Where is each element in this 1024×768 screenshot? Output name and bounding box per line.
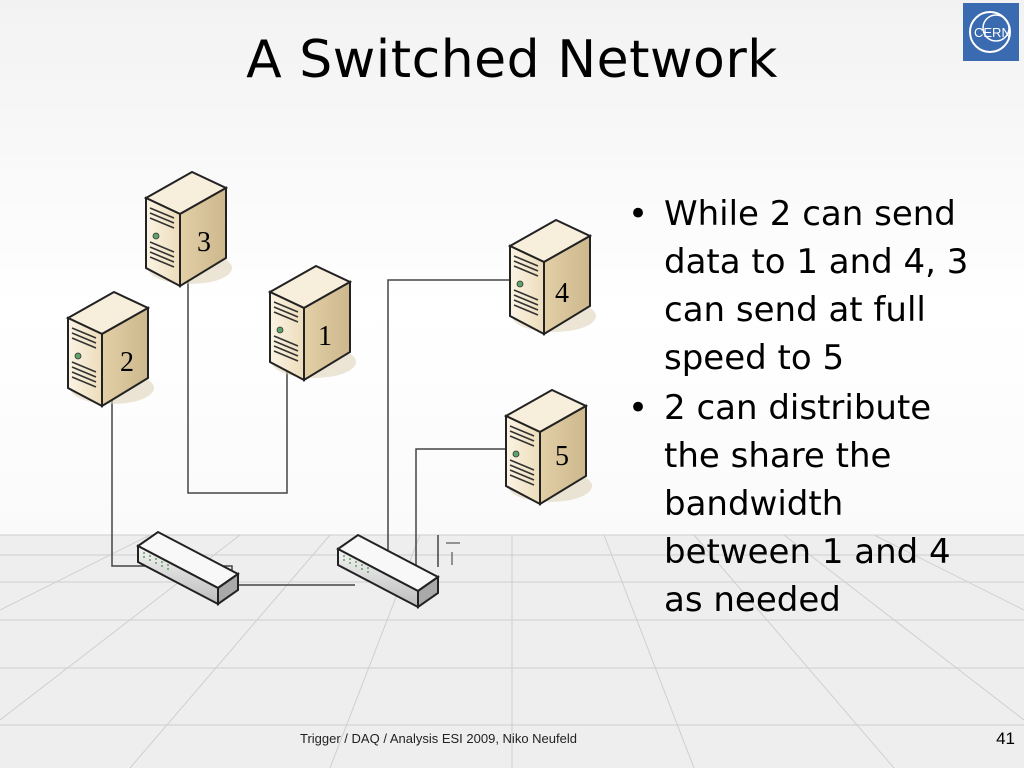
slide-footer: Trigger / DAQ / Analysis ESI 2009, Niko …: [300, 731, 577, 746]
cable-server-3: [187, 232, 288, 494]
cable-server-4: [387, 279, 553, 560]
server-label-1: 1: [318, 321, 332, 352]
bullet-item: • 2 can distribute the share the bandwid…: [626, 384, 986, 624]
server-1: 1: [269, 265, 357, 381]
server-4: 4: [509, 219, 597, 335]
bullet-dot: •: [628, 194, 649, 234]
server-label-3: 3: [197, 227, 211, 258]
server-label-2: 2: [120, 347, 134, 378]
server-label-4: 4: [555, 278, 569, 309]
logo-text: CERN: [974, 25, 1011, 40]
network-diagram: 2 3 1 4 5: [67, 171, 597, 608]
bullet-list: • While 2 can send data to 1 and 4, 3 ca…: [626, 190, 986, 626]
bullet-item: • While 2 can send data to 1 and 4, 3 ca…: [626, 190, 986, 382]
connector-mark: [446, 542, 460, 565]
bullet-text: 2 can distribute the share the bandwidth…: [664, 388, 951, 620]
cable-server-5: [415, 448, 547, 575]
server-5: 5: [505, 389, 593, 505]
server-2: 2: [67, 291, 155, 407]
bullet-dot: •: [628, 388, 649, 428]
page-number: 41: [996, 729, 1015, 748]
slide-title: A Switched Network: [246, 30, 778, 90]
server-3: 3: [145, 171, 233, 287]
cern-logo: CERN: [963, 3, 1019, 61]
server-label-5: 5: [555, 441, 569, 472]
bullet-text: While 2 can send data to 1 and 4, 3 can …: [664, 194, 969, 378]
switch-left: [137, 531, 239, 605]
